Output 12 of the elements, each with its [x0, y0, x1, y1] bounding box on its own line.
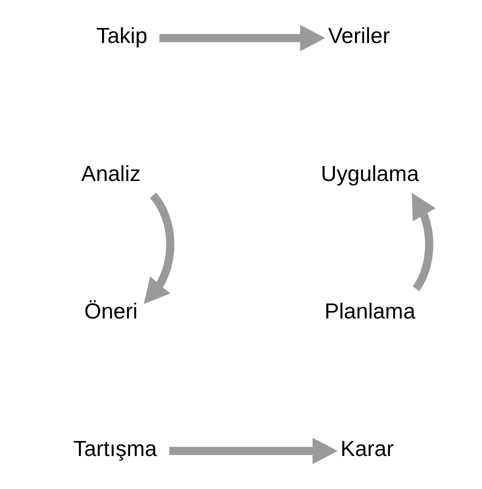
node-text: Öneri	[84, 298, 138, 324]
node-text: Karar	[340, 436, 394, 462]
node-text: Veriler	[328, 23, 390, 48]
node-text: Tartışma	[72, 436, 156, 462]
arrow	[168, 438, 338, 464]
node-text: Uygulama	[320, 160, 418, 186]
arrow	[158, 24, 325, 52]
arrow	[143, 192, 174, 304]
node-text: Analiz	[80, 160, 140, 186]
arrow	[411, 192, 436, 291]
node-text: Planlama	[324, 298, 415, 324]
node-text: Takip	[96, 23, 147, 48]
